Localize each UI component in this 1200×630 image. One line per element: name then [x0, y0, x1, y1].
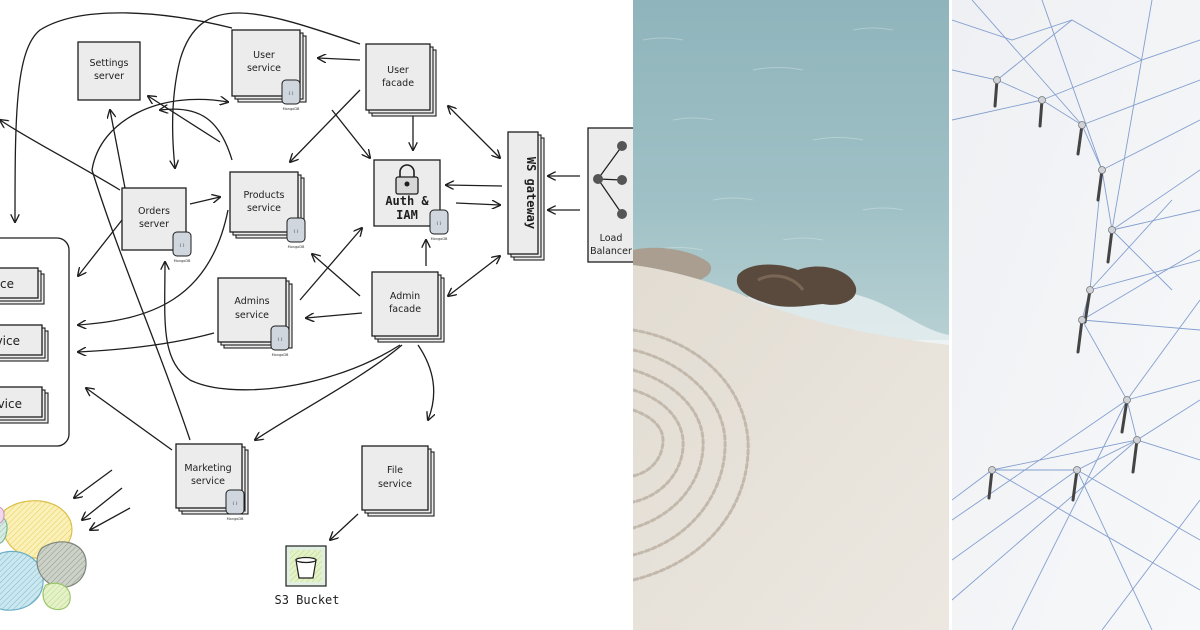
file-service-label-1: File [387, 465, 403, 476]
admin-facade-label-1: Admin [390, 291, 420, 302]
mongodb-db-icon-caption: MongoDB [272, 353, 289, 357]
mongodb-db-icon-glyph: { } [277, 337, 283, 341]
admins-service-node: Admins service { } MongoDB [217, 277, 293, 357]
coastal-photo [633, 0, 949, 630]
user-facade-node: User facade [365, 43, 437, 117]
string-network-photo [952, 0, 1200, 630]
user-facade-label-2: facade [382, 78, 414, 89]
string-network-illustration [952, 0, 1200, 630]
mongodb-db-icon-glyph: { } [293, 229, 299, 233]
side-service-1: ce [0, 267, 45, 305]
products-service-label-1: Products [243, 190, 284, 201]
mongodb-db-icon-glyph: { } [288, 91, 294, 95]
orders-server-label-1: Orders [138, 206, 170, 217]
mongodb-db-icon: { } MongoDB [225, 489, 245, 521]
s3-bucket-node: S3 Bucket [274, 545, 340, 607]
user-service-label-1: User [253, 50, 275, 61]
auth-iam-label-1: Auth & [385, 194, 429, 208]
settings-server-node: Settings server [77, 41, 141, 101]
side-service-2: vice [0, 324, 49, 362]
strings [952, 0, 1200, 630]
mongodb-db-icon-glyph: { } [179, 243, 185, 247]
stone-spiral [633, 328, 750, 582]
mongodb-db-icon: { } MongoDB [270, 325, 290, 357]
user-facade-label-1: User [387, 65, 409, 76]
products-service-label-2: service [247, 203, 281, 214]
user-service-label-2: service [247, 63, 281, 74]
edges [0, 12, 580, 540]
file-service-node: File service [361, 445, 435, 517]
data-cluster-blob [0, 500, 87, 611]
pin-heads [988, 76, 1141, 474]
lock-icon [395, 164, 419, 195]
mongodb-db-icon: { } MongoDB [172, 231, 192, 263]
load-balancer-icon [593, 141, 627, 219]
pins [987, 78, 1139, 502]
architecture-diagram: ce vice vice Settings server User servic… [0, 12, 633, 611]
admin-facade-label-2: facade [389, 304, 421, 315]
load-balancer-label-2: Balancer [590, 246, 632, 257]
mongodb-db-icon-caption: MongoDB [174, 259, 191, 263]
settings-server-label-2: server [94, 71, 124, 82]
side-service-2-label: vice [0, 334, 20, 348]
side-service-1-label: ce [0, 277, 14, 291]
side-service-3: vice [0, 386, 49, 424]
admins-service-label-1: Admins [234, 296, 269, 307]
bucket-icon [285, 545, 327, 587]
mongodb-db-icon-caption: MongoDB [288, 245, 305, 249]
settings-server-label-1: Settings [90, 58, 129, 69]
mongodb-db-icon-glyph: { } [232, 501, 238, 505]
sandy-beach [633, 265, 949, 630]
orders-server-node: Orders server { } MongoDB [121, 187, 192, 263]
mongodb-db-icon-caption: MongoDB [431, 237, 448, 241]
side-service-3-label: vice [0, 397, 22, 411]
mongodb-db-icon-glyph: { } [436, 221, 442, 225]
user-service-node: User service { } MongoDB [231, 29, 307, 111]
ws-gateway-label: WS gateway [524, 157, 538, 229]
marketing-service-label-2: service [191, 476, 225, 487]
mongodb-db-icon: { } MongoDB [281, 79, 301, 111]
admin-facade-node: Admin facade [371, 271, 445, 343]
architecture-diagram-panel: ce vice vice Settings server User servic… [0, 12, 633, 611]
mongodb-db-icon-caption: MongoDB [227, 517, 244, 521]
load-balancer-node: Load Balancer [587, 127, 633, 263]
ws-gateway-node: WS gateway [507, 131, 545, 261]
auth-iam-node: Auth & IAM { } MongoDB [373, 159, 449, 241]
products-service-node: Products service { } MongoDB [229, 171, 306, 249]
sea-ripples [642, 27, 904, 251]
s3-bucket-label: S3 Bucket [274, 593, 339, 607]
load-balancer-label-1: Load [600, 233, 623, 244]
marketing-service-label-1: Marketing [184, 463, 231, 474]
admins-service-label-2: service [235, 310, 269, 321]
auth-iam-label-2: IAM [396, 208, 418, 222]
file-service-label-2: service [378, 479, 412, 490]
mongodb-db-icon-caption: MongoDB [283, 107, 300, 111]
orders-server-label-2: server [139, 219, 169, 230]
mongodb-db-icon: { } MongoDB [286, 217, 306, 249]
coastal-photo-illustration [633, 0, 949, 630]
mongodb-db-icon: { } MongoDB [429, 209, 449, 241]
marketing-service-node: Marketing service { } MongoDB [175, 443, 249, 521]
